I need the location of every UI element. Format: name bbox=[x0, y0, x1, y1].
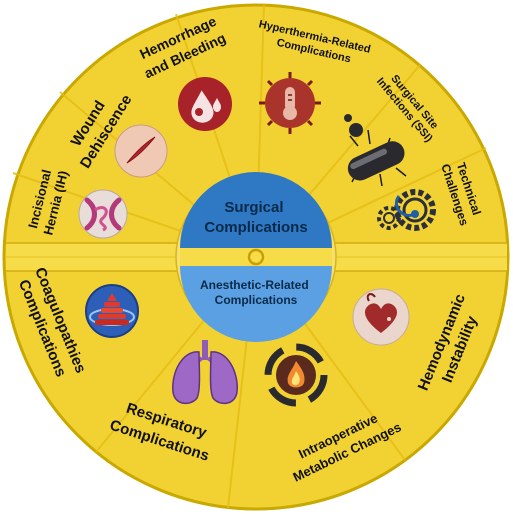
hub-top bbox=[180, 172, 332, 248]
wound-icon bbox=[114, 124, 168, 178]
hub-bottom-label: Anesthetic-Related Complications bbox=[200, 278, 312, 307]
blood-drop-icon bbox=[178, 77, 232, 131]
lungs-icon bbox=[172, 340, 238, 405]
hub-center-dot bbox=[247, 248, 265, 266]
bacteria-icon bbox=[344, 114, 407, 187]
thermometer-icon bbox=[259, 72, 321, 134]
hernia-icon bbox=[78, 189, 128, 239]
hub-bottom bbox=[180, 266, 332, 342]
gears-stethoscope-icon bbox=[377, 189, 436, 231]
metabolism-cycle-icon bbox=[264, 343, 328, 407]
coagulation-icon bbox=[85, 284, 139, 338]
hub-top-label: Surgical Complications bbox=[204, 199, 307, 236]
heart-icon bbox=[352, 288, 410, 346]
